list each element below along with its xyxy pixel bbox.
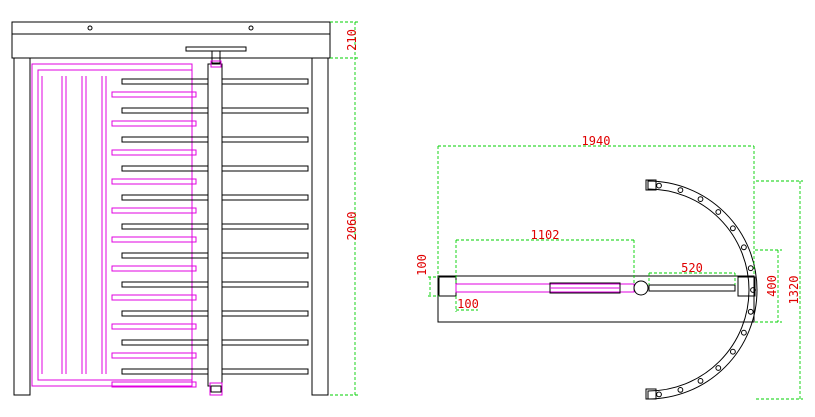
gate-arm bbox=[111, 207, 197, 214]
gate-frame bbox=[31, 63, 193, 387]
dim-total-height: 2060 bbox=[345, 212, 359, 241]
wing-hole bbox=[677, 187, 684, 194]
arm-left bbox=[121, 368, 209, 375]
wing-hole bbox=[747, 265, 754, 272]
arm-right bbox=[221, 281, 309, 288]
arm-right bbox=[221, 339, 309, 346]
dim-post-width: 100 bbox=[457, 297, 479, 311]
rotor-top-plate bbox=[185, 46, 247, 52]
wing-hole bbox=[741, 329, 747, 336]
wing-hole bbox=[656, 391, 662, 398]
arm-right bbox=[221, 194, 309, 201]
rotor-top-stem bbox=[211, 50, 221, 64]
gate-arm bbox=[111, 323, 197, 330]
arm-left bbox=[121, 339, 209, 346]
rotor-shaft bbox=[207, 63, 223, 387]
plan-view: 1940 1102 520 100 100 400 bbox=[415, 134, 803, 400]
wing-hole bbox=[747, 308, 754, 315]
arm-right bbox=[221, 107, 309, 114]
wing-hole bbox=[697, 196, 704, 203]
wing-hole bbox=[697, 378, 704, 384]
gate-arm bbox=[111, 236, 197, 243]
gate-arm bbox=[111, 381, 197, 388]
arm-right bbox=[221, 223, 309, 230]
dim-overall-width: 1940 bbox=[582, 134, 611, 148]
arm-left bbox=[121, 165, 209, 172]
arm-right bbox=[221, 310, 309, 317]
arm-left bbox=[121, 223, 209, 230]
header-bolt-left bbox=[87, 25, 93, 31]
gate-arm bbox=[111, 91, 197, 98]
rotor-shaft-bottom-cap bbox=[209, 382, 223, 396]
front-elevation: 210 2060 bbox=[11, 21, 360, 396]
dim-wing-height: 400 bbox=[765, 275, 779, 297]
elevation-dimensions: 210 2060 bbox=[330, 21, 360, 396]
gate-arm bbox=[111, 352, 197, 359]
wing-hole bbox=[715, 209, 722, 215]
gate-arm bbox=[111, 294, 197, 301]
gate-arm bbox=[111, 120, 197, 127]
arm-left bbox=[121, 78, 209, 85]
arm-right bbox=[221, 368, 309, 375]
header-bolt-right bbox=[248, 25, 254, 31]
plan-right-post bbox=[737, 276, 756, 297]
arm-left bbox=[121, 136, 209, 143]
arm-left bbox=[121, 281, 209, 288]
plan-curved-wing bbox=[647, 180, 758, 400]
gate-arm bbox=[111, 265, 197, 272]
arm-left bbox=[121, 107, 209, 114]
plan-wing-holes bbox=[656, 182, 756, 398]
dim-post-height: 100 bbox=[415, 254, 429, 276]
wing-hole bbox=[715, 365, 722, 371]
plan-dimensions: 1940 1102 520 100 100 400 bbox=[415, 134, 803, 400]
plan-rotor-hub bbox=[633, 280, 649, 296]
arm-right bbox=[221, 165, 309, 172]
dim-arm-length: 1102 bbox=[531, 228, 560, 242]
wing-hole bbox=[730, 348, 736, 355]
wing-hole bbox=[730, 225, 736, 232]
plan-base-frame bbox=[437, 275, 755, 323]
left-post bbox=[13, 57, 31, 396]
dim-top-header: 210 bbox=[345, 29, 359, 51]
right-post bbox=[311, 57, 329, 396]
arm-right bbox=[221, 136, 309, 143]
arm-left bbox=[121, 194, 209, 201]
gate-arm bbox=[111, 149, 197, 156]
arm-right bbox=[221, 252, 309, 259]
wing-hole bbox=[656, 182, 662, 189]
wing-hole bbox=[741, 244, 747, 251]
plan-left-post bbox=[438, 276, 457, 297]
gate-arm bbox=[111, 178, 197, 185]
dim-inner-arm: 520 bbox=[681, 261, 703, 275]
dim-overall-depth: 1320 bbox=[787, 276, 801, 305]
top-header-beam bbox=[11, 21, 331, 59]
rotor-arms bbox=[111, 78, 309, 388]
wing-hole bbox=[677, 387, 684, 393]
arm-left bbox=[121, 310, 209, 317]
rotor-shaft-top-cap bbox=[210, 60, 222, 68]
arm-left bbox=[121, 252, 209, 259]
plan-short-arm bbox=[648, 284, 736, 292]
arm-right bbox=[221, 78, 309, 85]
